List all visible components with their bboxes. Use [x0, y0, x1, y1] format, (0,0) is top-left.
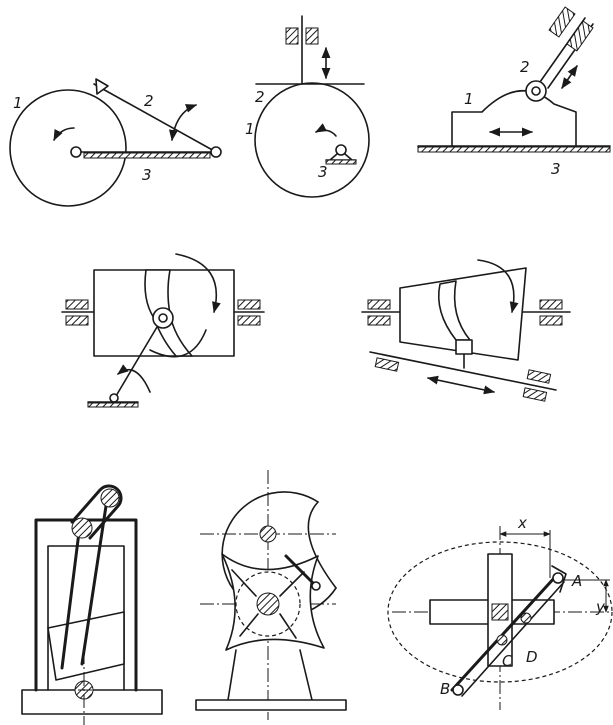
crank-pin-lower: [71, 517, 93, 539]
cam-pivot: [70, 146, 82, 158]
cam-rotation-arrow: [315, 123, 337, 137]
label-a: A: [571, 572, 582, 590]
roller-axle: [531, 86, 541, 96]
label-follower: 2: [520, 58, 530, 76]
label-follower: 2: [255, 88, 265, 106]
label-b: B: [440, 680, 450, 698]
point-b: [452, 684, 464, 696]
arm-link: [284, 554, 316, 586]
slot-d: [279, 613, 297, 639]
guide-right: [526, 369, 552, 384]
rotation-arrow: [477, 259, 519, 314]
rocker-arm: [93, 83, 217, 153]
connecting-rod-a: [60, 522, 82, 670]
cone-body: [399, 267, 527, 361]
star-hub: [256, 592, 280, 616]
rocker-swing-arrow: [117, 364, 151, 393]
bearing-left-top: [367, 299, 391, 310]
support-column: [227, 649, 313, 701]
rocker-arm: [115, 326, 158, 397]
cam-rocker-diagram: 1 2 3: [9, 78, 222, 207]
rotation-arrow-return: [149, 329, 207, 358]
translating-cam-diagram: 2 1 3: [417, 6, 611, 178]
eccentric-cam: [254, 82, 370, 198]
bearing-left-top: [65, 299, 89, 310]
cam-plate: [451, 90, 577, 147]
follower-motion-arrow: [426, 375, 496, 395]
crank-pin-top: [100, 488, 120, 508]
trammel-bar-edge: [461, 581, 565, 697]
crank-frame-mechanism-diagram: [21, 484, 163, 725]
bearing-right-bottom: [539, 315, 563, 326]
bearing-left-bottom: [367, 315, 391, 326]
guide-left: [374, 357, 400, 372]
label-cam: 1: [245, 120, 255, 138]
slot-c: [239, 613, 259, 637]
tracing-pen: [551, 565, 567, 593]
slider-c: [496, 634, 508, 646]
rocker-pivot: [210, 146, 222, 158]
label-x: x: [517, 514, 527, 532]
label-frame: 3: [142, 166, 152, 184]
rotation-arrow: [175, 253, 221, 314]
cylindrical-cam-rocker-diagram: [61, 253, 265, 408]
follower-motion-arrow: [561, 65, 578, 89]
rocker-swing-arrow: [168, 104, 198, 142]
label-rocker: 2: [144, 92, 154, 110]
path-circle: [235, 571, 301, 637]
ground-hatch: [417, 146, 611, 153]
driver-notch: [307, 501, 337, 589]
rocker-follower-tip: [95, 78, 109, 95]
flat-follower-diagram: 2 1 3: [245, 15, 370, 198]
label-frame: 3: [318, 163, 328, 181]
cam-rotation-arrow: [53, 127, 75, 141]
arm-pin: [311, 581, 321, 591]
follower-slider: [455, 339, 473, 355]
label-y: y: [595, 598, 606, 616]
crank-link: [70, 484, 123, 540]
connecting-rod-b: [80, 504, 108, 666]
pivot-ground-hatch: [325, 159, 357, 165]
elliptic-trammel-diagram: x y A B C D: [387, 514, 613, 710]
geneva-mechanism-diagram: [195, 470, 347, 720]
follower-guide: [548, 6, 576, 38]
label-d: D: [526, 648, 538, 666]
driver-pin: [259, 525, 277, 543]
base-plate: [195, 699, 347, 711]
follower-guide: [566, 20, 594, 52]
slider-d: [520, 612, 532, 624]
label-cam: 1: [13, 94, 23, 112]
follower-rod: [369, 351, 557, 391]
ground-hatch: [87, 402, 139, 408]
label-frame: 3: [551, 160, 561, 178]
trace-ellipse: [387, 541, 613, 683]
ground-hatch: [83, 152, 211, 159]
slot-a: [231, 569, 257, 597]
slot-b: [279, 571, 305, 597]
conical-cam-translating-diagram: [361, 259, 571, 402]
bearing-right-top: [539, 299, 563, 310]
bearing-right-top: [237, 299, 261, 310]
point-a: [552, 572, 564, 584]
guide-bearing-left: [285, 27, 299, 45]
cam-disc: [9, 89, 127, 207]
cam-pivot: [335, 144, 347, 156]
guide-right-lower: [522, 387, 548, 402]
label-cam: 1: [464, 90, 474, 108]
roller-axle: [158, 313, 168, 323]
guide-bearing-right: [305, 27, 319, 45]
cross-hub: [491, 603, 509, 621]
bearing-right-bottom: [237, 315, 261, 326]
bearing-left-bottom: [65, 315, 89, 326]
trammel-bar: [450, 574, 558, 692]
label-c: C: [502, 652, 513, 670]
rocker-pivot: [109, 393, 119, 403]
